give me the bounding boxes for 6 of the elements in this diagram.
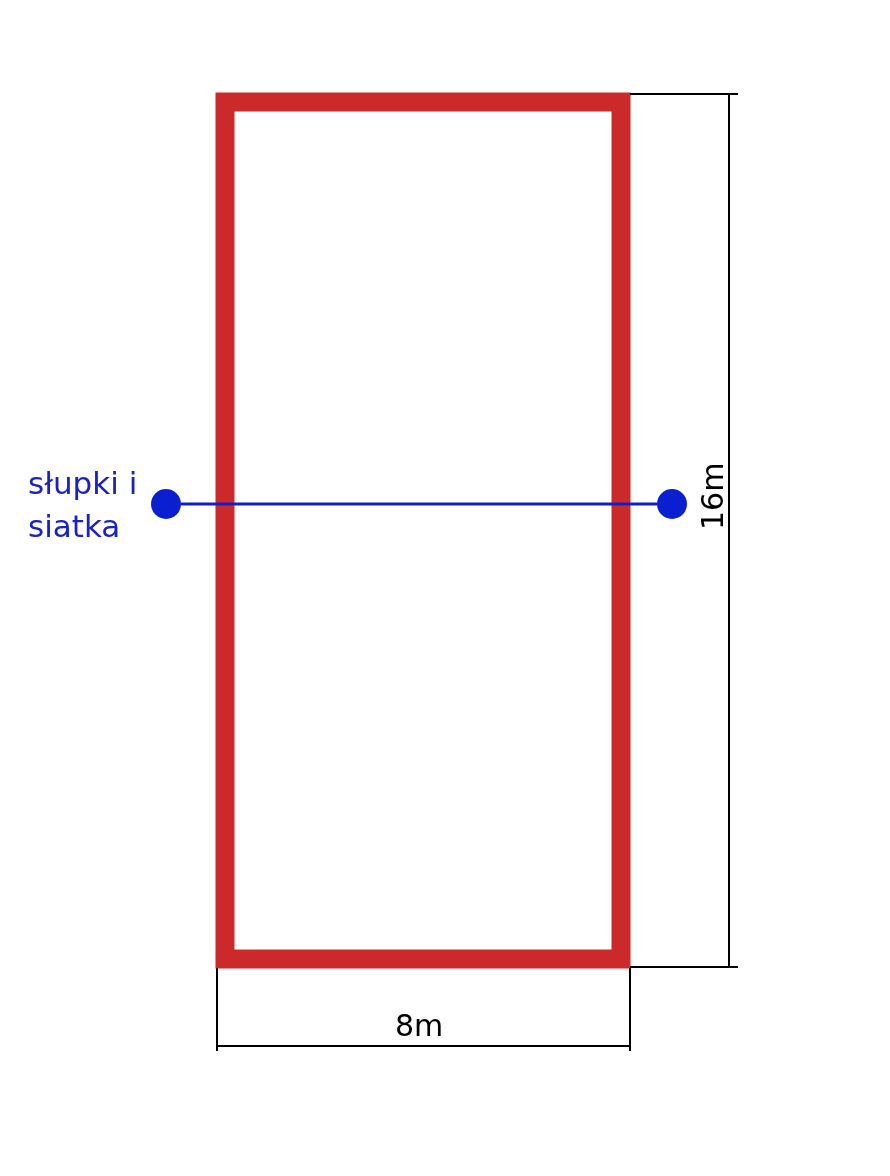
dimension-label: 8m [395,1007,444,1045]
post-marker [657,489,687,519]
dimension-label: 16m [694,462,731,530]
net-line [181,502,657,506]
net-label: słupki i siatka [28,464,139,547]
post-marker [151,489,181,519]
